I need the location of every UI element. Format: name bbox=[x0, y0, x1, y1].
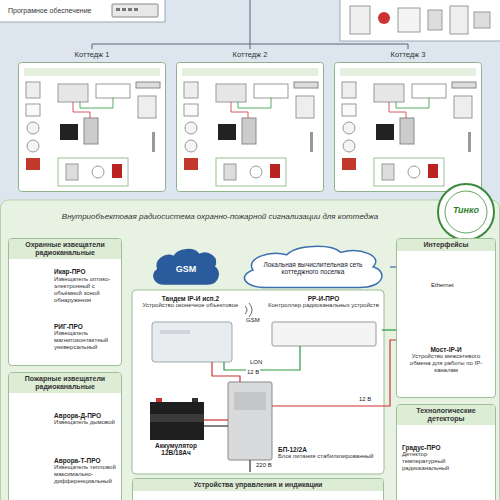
node-title: Коттедж 3 bbox=[336, 51, 480, 60]
node-description: Блок питания стабилизированный bbox=[278, 453, 380, 460]
node-description: Извещатель магнитоконтактный универсальн… bbox=[54, 330, 118, 351]
diagram-title: Внутриобъектовая радиосистема охранно-по… bbox=[10, 212, 430, 221]
node-description: Детектор температурный радиоканальный bbox=[402, 451, 466, 472]
cloud-shape bbox=[244, 246, 381, 287]
device-item: БП-12/2АБлок питания стабилизированный bbox=[222, 378, 382, 464]
node-description: Устройство оконечное объектовое bbox=[140, 302, 241, 309]
node-title: Устройства управления и индикации bbox=[133, 479, 383, 491]
device-item: Тандем IP-И исп.2Устройство оконечное об… bbox=[138, 294, 243, 364]
device-item: Аврора-Д-ПРОИзвещатель дымовой bbox=[10, 396, 120, 442]
cottage-box: Коттедж 1 bbox=[18, 50, 166, 192]
cloud-shape bbox=[154, 250, 218, 284]
node-title: Мост-IP-И bbox=[402, 346, 490, 353]
node-title: Технологические детекторы bbox=[397, 405, 495, 425]
device-item: РР-И-ПРОКонтроллер радиоканальных устрой… bbox=[265, 294, 382, 364]
group-panel: Устройства управления и индикации bbox=[132, 478, 384, 500]
device-item: Икар-ПРОИзвещатель оптико-электронный с … bbox=[10, 262, 120, 310]
node-title: Интерфейсы bbox=[397, 239, 495, 251]
device-item: Мост-IP-ИУстройство межсетевого обмена д… bbox=[400, 298, 492, 394]
interface-name: Ethernet bbox=[431, 282, 454, 289]
node-title: Аккумулятор 12В/18Ач bbox=[150, 442, 202, 457]
device-item: РИГ-ПРОИзвещатель магнитоконтактный унив… bbox=[10, 312, 120, 362]
device-item: Аккумулятор 12В/18Ач bbox=[140, 396, 212, 466]
cottage-box: Коттедж 3 bbox=[334, 50, 482, 192]
voltage-label: 220 В bbox=[255, 462, 273, 469]
node-title: РИГ-ПРО bbox=[54, 323, 118, 330]
signal-name: GSM bbox=[246, 317, 260, 324]
network-cloud: Локальная вычислительная сеть коттеджног… bbox=[236, 242, 390, 290]
node-title: Охранные извещатели радиоканальные bbox=[9, 239, 121, 259]
group-panel: ИнтерфейсыМост-IP-ИУстройство межсетевог… bbox=[396, 238, 496, 398]
node-description: Извещатель тепловой максимально-дифферен… bbox=[54, 464, 118, 485]
voltage-label: 12 В bbox=[246, 369, 260, 376]
node-title: Коттедж 2 bbox=[178, 51, 322, 60]
node-title: РР-И-ПРО bbox=[267, 295, 380, 302]
node-title: БП-12/2А bbox=[278, 446, 380, 453]
group-panel: Технологические детекторыГрадус-ПРОДетек… bbox=[396, 404, 496, 500]
node-title: GSM bbox=[158, 264, 214, 274]
node-title: Аврора-Т-ПРО bbox=[54, 457, 118, 464]
node-title: Тандем IP-И исп.2 bbox=[140, 295, 241, 302]
device-item: Градус-ПРОДетектор температурный радиока… bbox=[400, 430, 492, 486]
group-panel: Охранные извещатели радиоканальныеИкар-П… bbox=[8, 238, 122, 366]
device-item: Аврора-Т-ПРОИзвещатель тепловой максимал… bbox=[10, 446, 120, 496]
node-title: Аврора-Д-ПРО bbox=[54, 412, 118, 419]
logo-text: Тинко bbox=[446, 206, 486, 216]
node-description: Извещатель дымовой bbox=[54, 419, 118, 426]
node-description: Извещатель оптико-электронный с объёмной… bbox=[54, 276, 118, 304]
voltage-label: 12 В bbox=[358, 396, 372, 403]
node-description: Устройство межсетевого обмена для работы… bbox=[402, 353, 490, 374]
node-title: Коттедж 1 bbox=[20, 51, 164, 60]
software-box: Програмное обеспечение bbox=[4, 2, 108, 20]
node-title: Икар-ПРО bbox=[54, 268, 118, 275]
node-title: Локальная вычислительная сеть коттеджног… bbox=[256, 261, 370, 276]
node-description: Контроллер радиоканальных устройств bbox=[267, 302, 380, 309]
cottage-box: Коттедж 2 bbox=[176, 50, 324, 192]
node-title: Пожарные извещатели радиоканальные bbox=[9, 373, 121, 393]
node-title: Програмное обеспечение bbox=[8, 7, 106, 15]
group-panel: Пожарные извещатели радиоканальныеАврора… bbox=[8, 372, 122, 500]
node-title: Градус-ПРО bbox=[402, 444, 466, 451]
bus-name: LON bbox=[249, 359, 263, 366]
gsm-cloud: GSM bbox=[150, 246, 222, 286]
